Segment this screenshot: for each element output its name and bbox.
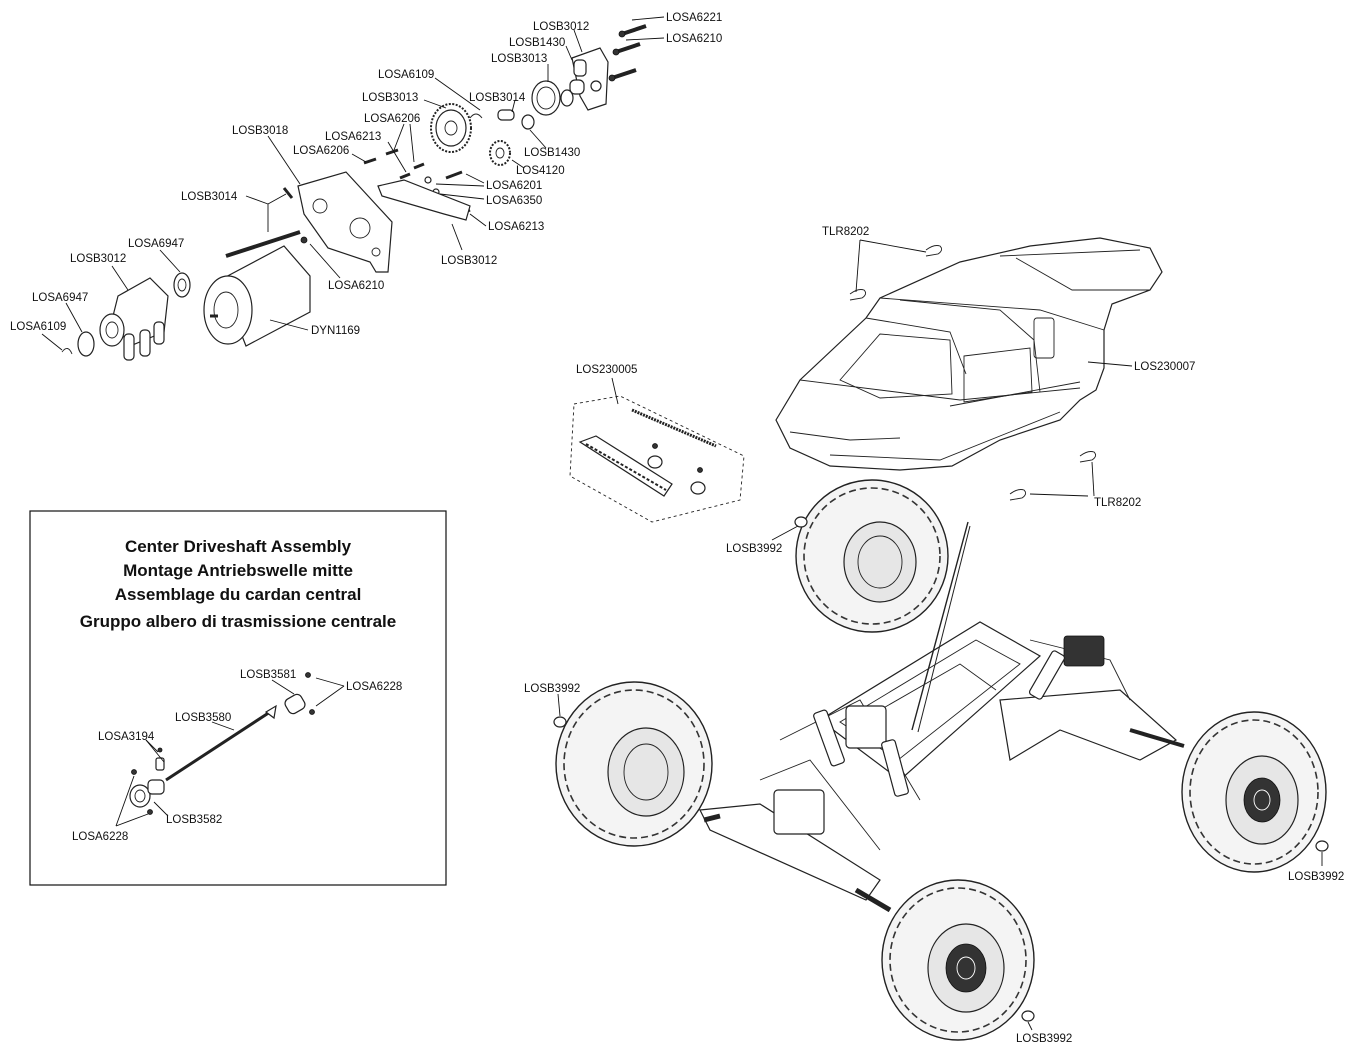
inset-leader-lines <box>115 677 345 827</box>
part-label: LOSA6228 <box>346 681 402 693</box>
body-clip-parts <box>849 245 1097 501</box>
inset-title-line: Center Driveshaft Assembly <box>125 537 352 556</box>
part-label: LOSB1430 <box>524 147 580 159</box>
part-label: LOSA6213 <box>488 221 544 233</box>
leader-lines-nuts <box>557 525 1323 1031</box>
motor-part <box>203 245 311 347</box>
shaft-part <box>225 230 301 258</box>
tire-left <box>555 681 713 847</box>
part-label: LOSA6228 <box>72 831 128 843</box>
spacer-part <box>497 109 515 121</box>
part-label: LOSA3194 <box>98 731 155 743</box>
pin-part <box>282 187 294 199</box>
wheel-nut-parts <box>553 516 1329 1022</box>
part-label: LOSB3018 <box>232 125 288 137</box>
part-label: LOSB3014 <box>181 191 238 203</box>
part-label: LOS4120 <box>516 165 565 177</box>
part-label: TLR8202 <box>822 226 869 238</box>
motor-plate-part <box>297 171 393 273</box>
part-label: LOSA6206 <box>364 113 420 125</box>
part-label: LOSB3013 <box>362 92 418 104</box>
center-driveshaft-inset: Center Driveshaft Assembly Montage Antri… <box>29 510 447 886</box>
labels-motor: LOSB3012 LOSA6221 LOSB1430 LOSA6210 LOSB… <box>10 12 722 337</box>
tire-front-left-top <box>795 479 949 633</box>
top-gear-part <box>521 80 574 130</box>
part-label: LOSB3992 <box>1016 1033 1072 1045</box>
top-plate-part <box>377 179 471 221</box>
bearing-part <box>173 272 191 298</box>
leader-line <box>611 377 619 405</box>
part-label: LOSA6201 <box>486 180 542 192</box>
part-label: LOSA6109 <box>10 321 66 333</box>
part-label: LOSB3580 <box>175 712 231 724</box>
part-label: LOSB3581 <box>240 669 296 681</box>
part-label: LOSA6947 <box>32 292 88 304</box>
part-label: DYN1169 <box>311 325 360 337</box>
bearing-part-2 <box>77 331 95 357</box>
chassis-part <box>699 521 1185 913</box>
part-label: LOS230007 <box>1134 361 1195 373</box>
transmission-bracket-part <box>569 47 609 111</box>
inset-title-line: Montage Antriebswelle mitte <box>123 561 353 580</box>
driveshaft-part <box>129 672 315 815</box>
part-label: LOSB3992 <box>1288 871 1344 883</box>
spur-gear-part <box>430 103 472 153</box>
part-label: LOSB3992 <box>726 543 782 555</box>
tire-right <box>1181 711 1327 873</box>
part-label: LOSB3012 <box>70 253 126 265</box>
leader-lines-motor <box>41 16 665 351</box>
leader-lines-body <box>855 239 1133 497</box>
part-label: LOSA6210 <box>328 280 384 292</box>
part-label: LOSA6221 <box>666 12 722 24</box>
inset-title-line: Assemblage du cardan central <box>115 585 362 604</box>
screw-parts-top <box>608 24 647 82</box>
part-label: LOSA6210 <box>666 33 722 45</box>
e-clip-part <box>61 348 73 355</box>
part-label: LOSB3014 <box>469 92 526 104</box>
tire-bottom <box>881 879 1035 1041</box>
part-label: LOSB1430 <box>509 37 565 49</box>
part-label: LOSA6350 <box>486 195 542 207</box>
inset-title-line: Gruppo albero di trasmissione centrale <box>80 612 396 631</box>
part-label: LOSB3012 <box>533 21 589 33</box>
motor-transmission-group <box>61 24 647 361</box>
part-label: LOS230005 <box>576 364 637 376</box>
part-label: LOSB3992 <box>524 683 580 695</box>
battery-strap-group <box>569 395 745 523</box>
housing-part <box>99 277 169 361</box>
part-label: LOSA6947 <box>128 238 184 250</box>
part-label: TLR8202 <box>1094 497 1141 509</box>
part-label: LOSB3012 <box>441 255 497 267</box>
pinion-gear-part <box>489 140 511 166</box>
part-label: LOSB3013 <box>491 53 547 65</box>
part-label: LOSA6109 <box>378 69 434 81</box>
clip-part <box>469 113 483 119</box>
part-label: LOSA6213 <box>325 131 381 143</box>
part-label: LOSA6206 <box>293 145 349 157</box>
part-label: LOSB3582 <box>166 814 222 826</box>
body-shell-part <box>775 237 1163 471</box>
